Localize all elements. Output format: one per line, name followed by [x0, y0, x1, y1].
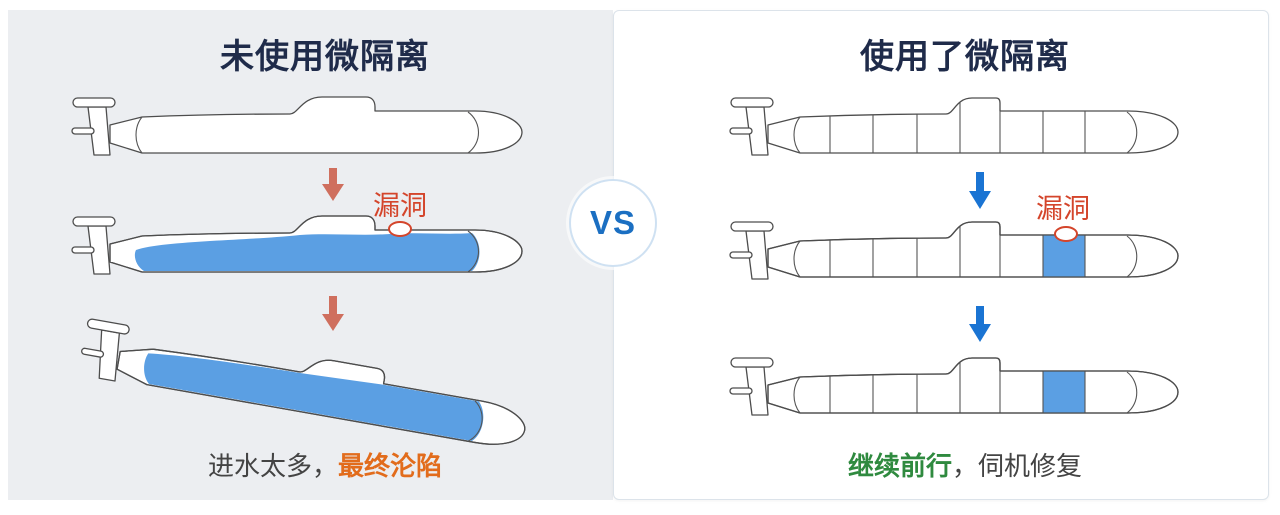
hull-stern-line [793, 240, 801, 278]
submarine-compartment-flooded [729, 221, 1179, 280]
submarine-tail [71, 97, 116, 156]
right-panel-title: 使用了微隔离 [860, 37, 1070, 77]
hull-bow-line [467, 400, 483, 442]
submarine-compartment-contained [729, 357, 1179, 416]
hull-bow-line [1126, 235, 1138, 278]
submarine-intact [71, 96, 523, 156]
submarine-sinking [76, 317, 532, 452]
hull-bow-line [467, 111, 480, 154]
left-caption-outcome: 最终沦陷 [338, 452, 443, 482]
submarine-flooding [71, 215, 523, 275]
submarine-tail [729, 221, 774, 280]
submarine-tail [729, 97, 774, 156]
vs-badge: VS [569, 179, 657, 267]
left-panel-title: 未使用微隔离 [220, 37, 430, 77]
down-arrow [322, 296, 344, 331]
flooded-compartment [1043, 358, 1085, 413]
hull-bow-line [467, 230, 480, 273]
right-caption-outcome: 继续前行 [847, 452, 952, 482]
leak-label: 漏洞 [373, 191, 427, 222]
left-caption: 进水太多，最终沦陷 [145, 450, 505, 484]
left-caption-cause: 进水太多， [207, 452, 338, 482]
down-arrow [969, 306, 991, 342]
hull-bow-line [1126, 111, 1138, 154]
hull-bow-line [1126, 371, 1138, 414]
submarine-tail [729, 357, 774, 416]
down-arrow [322, 168, 344, 201]
vs-label: VS [589, 204, 637, 241]
submarine-tail [71, 216, 116, 275]
submarine-compartmented-intact [729, 97, 1179, 156]
right-caption-followup: ，伺机修复 [952, 452, 1083, 482]
leak-hole-marker [388, 221, 412, 237]
hull-stern-line [793, 116, 801, 154]
flood-water [134, 233, 480, 271]
right-caption: 继续前行，伺机修复 [785, 450, 1145, 484]
leak-hole-marker [1054, 226, 1078, 242]
hull-stern-line [793, 376, 801, 414]
hull-stern-line [135, 116, 143, 154]
down-arrow [969, 172, 991, 209]
flood-water [144, 353, 484, 441]
submarine-hull [109, 96, 523, 154]
leak-label: 漏洞 [1036, 194, 1090, 225]
